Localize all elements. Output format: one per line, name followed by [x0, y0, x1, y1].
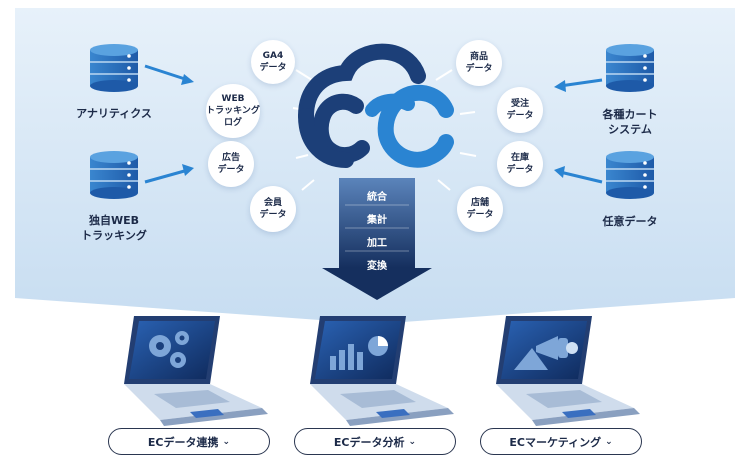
- bubble-order-data: 受注 データ: [497, 87, 543, 133]
- laptop-icon: [310, 316, 454, 426]
- process-arrow: [322, 178, 432, 300]
- source-label-cart-systems: 各種カート システム: [602, 108, 658, 136]
- ec-data-analysis-button[interactable]: ECデータ分析 ⌄: [294, 428, 456, 455]
- source-label-web-tracking: 独自WEB トラッキング: [81, 214, 147, 242]
- bubble-ga4-data: GA4 データ: [251, 40, 295, 84]
- source-label-any-data: 任意データ: [602, 215, 658, 228]
- ec-data-integration-button[interactable]: ECデータ連携 ⌄: [108, 428, 270, 455]
- process-step-aggregate: 集計: [367, 215, 387, 226]
- laptop-icon: [124, 316, 268, 426]
- process-step-integrate: 統合: [367, 192, 387, 203]
- ec-marketing-button[interactable]: ECマーケティング ⌄: [480, 428, 642, 455]
- arrow-icon: [144, 64, 603, 184]
- cloud-logo-icon: [298, 43, 454, 168]
- megaphone-icon: [514, 336, 578, 370]
- bubble-web-tracking-log: WEB トラッキング ログ: [206, 84, 260, 138]
- database-icon: [606, 44, 654, 92]
- chevron-down-icon: ⌄: [222, 436, 231, 447]
- source-label-analytics: アナリティクス: [76, 107, 152, 120]
- process-step-process: 加工: [367, 238, 387, 249]
- chevron-down-icon: ⌄: [605, 436, 613, 447]
- bubble-member-data: 会員 データ: [250, 186, 296, 232]
- bubble-inventory-data: 在庫 データ: [497, 141, 543, 187]
- button-label: ECマーケティング: [509, 435, 602, 449]
- process-step-convert: 変換: [367, 261, 387, 272]
- laptop-icon: [496, 316, 640, 426]
- database-icon: [606, 151, 654, 199]
- button-label: ECデータ連携: [147, 435, 219, 449]
- chevron-down-icon: ⌄: [408, 436, 417, 447]
- bubble-store-data: 店舗 データ: [457, 186, 503, 232]
- bubble-ad-data: 広告 データ: [208, 141, 254, 187]
- bubble-product-data: 商品 データ: [456, 40, 502, 86]
- charts-icon: [330, 336, 388, 370]
- database-icon: [90, 151, 138, 199]
- gears-icon: [149, 331, 189, 368]
- database-icon: [90, 44, 138, 92]
- button-label: ECデータ分析: [333, 435, 405, 449]
